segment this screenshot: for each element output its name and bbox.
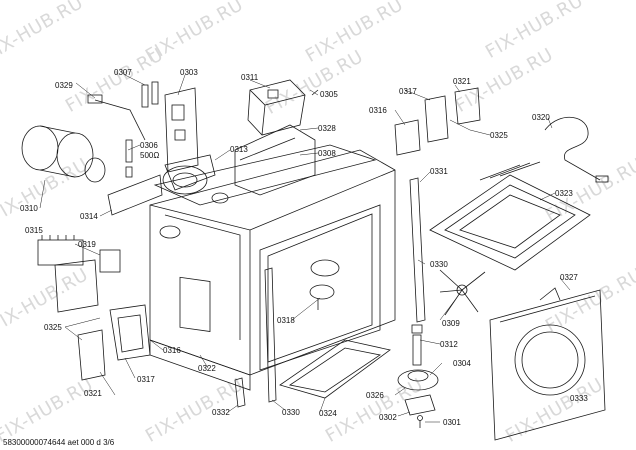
part-label: 0306 [140,141,158,150]
cooling-motor [21,125,106,183]
part-label: 0325 [44,323,62,332]
bottom-frame [149,339,251,408]
temperature-sensor [544,116,609,183]
part-label: 0321 [453,77,471,86]
relay-parts [125,81,159,178]
part-label: 0317 [137,375,155,384]
door-seal [279,339,391,399]
part-label: 0324 [319,409,337,418]
mounting-plate [54,249,121,313]
part-label: 0320 [532,113,550,122]
part-label: 0303 [180,68,198,77]
document-code: 58300000074644 aet 000 d 3/6 [3,438,115,447]
back-panel [489,287,606,441]
oven-cavity [149,149,396,376]
mounting-bracket [234,124,316,196]
terminal-block [37,235,84,266]
cover-plates [394,87,481,156]
part-label: 0330 [430,260,448,269]
part-label: 0322 [198,364,216,373]
part-label: 0333 [570,394,588,403]
part-label: 0311 [241,73,259,82]
part-label: 0319 [78,240,96,249]
side-rail [264,177,426,403]
part-label: 0332 [212,408,230,417]
part-label: 0308 [318,149,336,158]
part-label: 500Ω [140,151,159,160]
part-label: 0325 [490,131,508,140]
screws [311,89,423,428]
part-label: 0305 [320,90,338,99]
transformer [247,79,306,136]
side-bracket [107,174,163,216]
part-label: 0330 [282,408,300,417]
cable [87,94,146,141]
part-label: 0317 [399,87,417,96]
part-label: 0302 [379,413,397,422]
part-label: 0327 [560,273,578,282]
part-label: 0329 [55,81,73,90]
fan-motor [397,324,439,416]
part-label: 0310 [20,204,38,213]
part-label: 0326 [366,391,384,400]
part-label: 0318 [277,316,295,325]
oven-top-panel [153,144,377,239]
part-label: 0315 [25,226,43,235]
part-label: 0321 [84,389,102,398]
control-board [164,87,199,173]
part-label: 0323 [555,189,573,198]
part-label: 0304 [453,359,471,368]
heating-element [429,161,591,271]
grease-filter [309,259,340,310]
part-label: 0331 [430,167,448,176]
part-label: 0307 [114,68,132,77]
part-label: 0301 [443,418,461,427]
air-duct [77,304,151,381]
part-label: 0313 [230,145,248,154]
part-label: 0316 [369,106,387,115]
part-label: 0309 [442,319,460,328]
part-label: 0314 [80,212,98,221]
part-label: 0328 [318,124,336,133]
part-label: 0316 [163,346,181,355]
part-label: 0312 [440,340,458,349]
convection-fan [439,269,486,316]
